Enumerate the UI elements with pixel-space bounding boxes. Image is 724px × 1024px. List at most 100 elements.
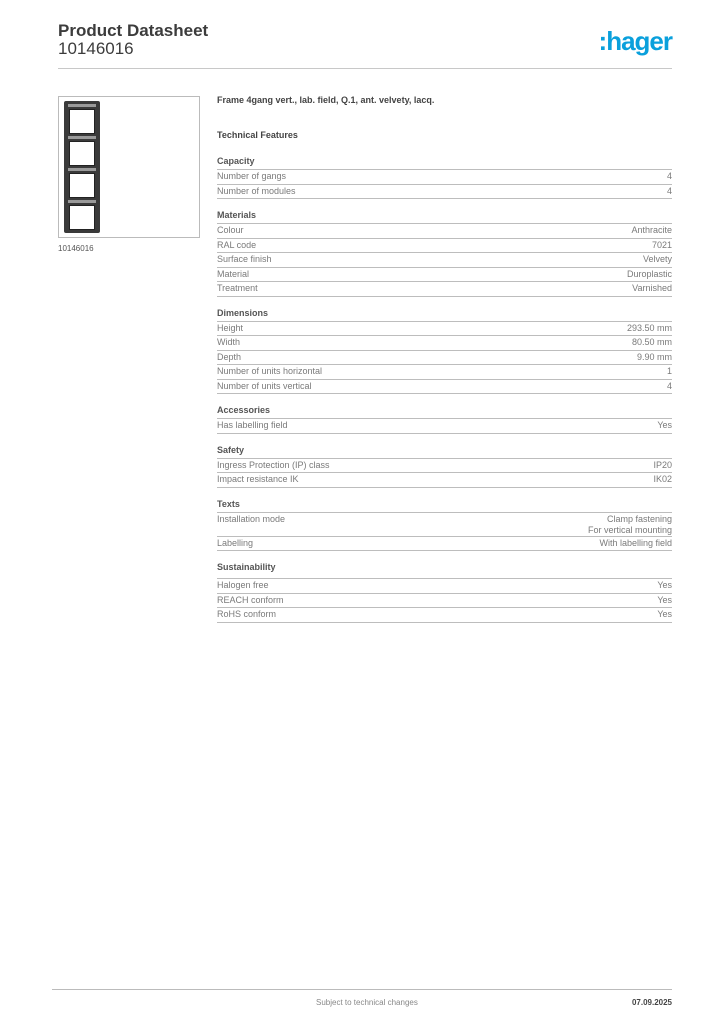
spec-value-line: 1 [666,366,672,376]
spec-label: Installation mode [217,513,286,524]
spec-value: Anthracite [631,225,672,238]
spec-row: Depth 9.90 mm [217,351,672,365]
spec-row: Number of units vertical 4 [217,380,672,394]
spec-value: 80.50 mm [632,337,672,350]
spec-value: 4 [667,381,672,394]
spec-label: Surface finish [217,254,272,264]
spec-value-line: IK02 [653,474,672,484]
spec-value-line: Yes [657,420,672,430]
spec-row: Has labelling field Yes [217,419,672,434]
footer-divider [52,989,672,990]
spec-value: 4 [667,186,672,199]
footer-note: Subject to technical changes [316,998,418,1007]
spec-value: Yes [657,420,672,433]
spec-row: Surface finish Velvety [217,253,672,268]
spec-value-line: Velvety [642,254,672,264]
spec-value: Yes [657,580,672,593]
spec-label: Colour [217,225,244,235]
spec-label: Labelling [217,537,254,548]
spec-value-line: 80.50 mm [631,337,672,347]
spec-value-line: Anthracite [631,225,672,235]
section-title: Capacity [217,156,672,170]
spec-row: Labelling With labelling field [217,537,672,551]
spec-label: RAL code [217,239,257,250]
section-title: Sustainability [217,562,672,579]
spec-label: Number of units horizontal [217,366,323,376]
spec-label: Halogen free [217,580,269,590]
spec-row: Colour Anthracite [217,224,672,239]
features-heading: Technical Features [217,130,298,140]
spec-value: IP20 [653,460,672,473]
spec-value: 293.50 mm [627,323,672,336]
spec-value-line: IP20 [653,459,672,470]
spec-label: Material [217,268,250,279]
spec-row: Height 293.50 mm [217,322,672,336]
product-description: Frame 4gang vert., lab. field, Q.1, ant.… [217,95,435,105]
spec-label: Number of gangs [217,171,287,181]
spec-value-line: Varnished [632,283,672,293]
spec-label: Number of units vertical [217,380,312,391]
spec-value: IK02 [653,474,672,487]
spec-value: Varnished [632,283,672,296]
spec-value: Duroplastic [627,269,672,282]
spec-value: With labelling field [599,538,672,551]
page-title: Product Datasheet [58,21,209,40]
spec-value-line: Yes [657,609,672,619]
spec-row: REACH conform Yes [217,594,672,608]
spec-value-line: 4 [666,185,672,196]
spec-value-line: 9.90 mm [636,351,672,362]
spec-value-line: 293.50 mm [626,322,672,333]
product-image [58,96,200,238]
spec-value-line: Yes [657,580,672,590]
spec-value: 1 [667,366,672,379]
spec-value-line: With labelling field [599,537,672,548]
section-title: Safety [217,445,672,459]
spec-label: REACH conform [217,594,284,605]
footer-date: 07.09.2025 [631,998,672,1007]
frame-picture [64,101,100,233]
spec-label: Ingress Protection (IP) class [217,459,330,470]
product-number: 10146016 [58,39,134,58]
spec-content: Frame 4gang vert., lab. field, Q.1, ant.… [217,95,672,623]
spec-row: Width 80.50 mm [217,336,672,351]
spec-label: Impact resistance IK [217,474,299,484]
spec-value: Yes [657,595,672,608]
spec-row: Number of modules 4 [217,185,672,199]
spec-label: Treatment [217,283,258,293]
spec-value-line: For vertical mounting [587,524,672,535]
spec-label: Depth [217,351,242,362]
section-title: Texts [217,499,672,513]
spec-value: 4 [667,171,672,184]
spec-row: Material Duroplastic [217,268,672,282]
spec-row: Impact resistance IK IK02 [217,473,672,488]
section-title: Materials [217,210,672,224]
spec-label: Has labelling field [217,420,288,430]
spec-value: Yes [657,609,672,622]
spec-row: RAL code 7021 [217,239,672,253]
spec-value-line: 4 [666,380,672,391]
header-divider [58,68,672,69]
spec-label: Width [217,337,241,347]
spec-value-line: Clamp fastening [606,513,672,524]
spec-label: Height [217,322,244,333]
spec-value-line: 7021 [651,239,672,250]
spec-row: Halogen free Yes [217,579,672,594]
spec-value-line: Duroplastic [626,268,672,279]
spec-label: Number of modules [217,185,296,196]
image-caption: 10146016 [58,244,94,253]
section-title: Dimensions [217,308,672,322]
spec-value-line: 4 [666,171,672,181]
spec-row: Number of gangs 4 [217,170,672,185]
hager-logo: :hager [598,26,673,56]
spec-row: Ingress Protection (IP) class IP20 [217,459,672,473]
section-title: Accessories [217,405,672,419]
